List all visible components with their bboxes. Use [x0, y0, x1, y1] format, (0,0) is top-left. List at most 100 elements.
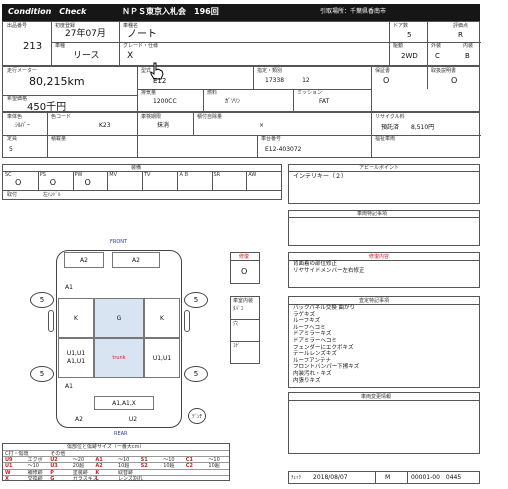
drive-type: 2WD [401, 52, 418, 60]
repair-detail-panel: 修復内容 背面着の部位修正リヤサイドメンバー左右修正 [288, 252, 480, 288]
legend-cell: U1 [5, 463, 13, 470]
legend-cell: その他 [50, 451, 66, 457]
assessment-line: フロントバンパー下擦キズ [293, 364, 360, 371]
report-title: Condition Check [8, 7, 87, 16]
warranty-present: O [383, 76, 390, 85]
special-notes-panel: 車両特記事項 [288, 210, 480, 246]
equipment-label: PS [39, 172, 46, 178]
legend-cell: S1 [140, 457, 148, 464]
assessment-line: ルーフヘコミ [293, 324, 326, 331]
interior-side-panel: 車室内装 ﾀﾊﾞｺ 穴 ｺｹﾞ [230, 296, 260, 364]
pickup-location: 引取場所：千葉県香南市 [320, 8, 387, 15]
mileage: 80,215km [29, 75, 85, 88]
assessment-notes-panel: 査定特記事項 バックパネル交換 曲がりラゲキズルーフキズルーフヘコミドアミラーキ… [288, 296, 480, 388]
legend-cell: ～10 [163, 457, 175, 464]
legend-cell: 取替跡 [118, 469, 134, 476]
equipment-value: O [84, 178, 91, 187]
inspection-expiry: 抹消 [157, 122, 170, 129]
rear-label: REAR [114, 431, 128, 437]
exterior-grade: C [435, 52, 440, 60]
displacement: 1200CC [153, 98, 177, 105]
repair-flag-panel: 修復 O [230, 252, 260, 284]
designation-number: 17338 12 [265, 77, 310, 84]
panel-rear-bumper: A1,A1,X [94, 396, 154, 410]
recycle-fee: 預託済 8,510円 [381, 124, 435, 131]
legend-cell: ～10 [27, 463, 39, 470]
legend-cell: W [5, 469, 11, 476]
front-label: FRONT [110, 239, 128, 245]
equipment-label: PW [74, 172, 83, 178]
legend-cell: P [50, 469, 54, 476]
body-color: ｼﾙﾊﾞｰ [15, 122, 31, 129]
steering-side: 左ﾊﾝﾄﾞﾙ [43, 192, 61, 198]
legend-cell: 10超 [163, 463, 175, 470]
panel-a2-bottom: A2 [75, 415, 83, 423]
equipment-label: TV [144, 172, 151, 178]
legend-cell: 10超 [208, 463, 220, 470]
legend-cell: L [95, 475, 99, 482]
auction-score: R [458, 31, 463, 39]
panel-right-door: K [144, 298, 180, 338]
legend-cell: ～10 [118, 457, 130, 464]
legend-cell: K [95, 469, 100, 476]
tire-front-left: 5 [30, 292, 54, 308]
panel-u2-bottom: U2 [128, 415, 138, 423]
equipment-label: SC [5, 172, 12, 178]
grade: X [127, 51, 134, 61]
curb-weight-mark: × [259, 122, 265, 129]
legend-cell: C2 [185, 463, 193, 470]
legend-cell: C1 [185, 457, 193, 464]
car-name: ノート [127, 29, 157, 40]
panel-right-rear: U1,U1 [144, 338, 180, 378]
assessment-line: 内張りキズ [293, 377, 321, 384]
assessment-line: ドアミラーキズ [293, 331, 332, 338]
appeal-panel: アピールポイント インテリキー（２） [288, 164, 480, 204]
legend-cell: S2 [140, 463, 148, 470]
footer-bar: ﾁｪｯｸ 2018/08/07 M 00001-00 0445 [288, 471, 480, 484]
manual-present: O [451, 76, 458, 85]
auction-title: ＮＰＳ東京入札会 196回 [122, 7, 219, 16]
vehicle-change-panel: 車両変更情報 [288, 392, 480, 454]
desired-price: 450千円 [27, 102, 67, 113]
battery-icon: ﾃﾞﾝﾁ [188, 408, 206, 424]
legend-cell: ～20 [72, 457, 85, 464]
panel-front-left: A2 [64, 252, 104, 268]
equipment-value: O [49, 178, 57, 187]
panel-roof: G [94, 298, 144, 338]
seat-capacity: 5 [9, 146, 13, 153]
vin: E12-403072 [265, 146, 302, 153]
assessment-line: ルーフキズ [293, 318, 321, 325]
detail-row: 車体色 ｼﾙﾊﾞｰ 色コード K23 定員 5 積載量 車検期限 抹消 積付自除… [2, 112, 481, 158]
transmission: FAT [319, 98, 330, 105]
legend-cell: エクボ [27, 457, 43, 464]
panel-a1-bottom: A1 [65, 382, 73, 390]
legend-cell: 交換跡 [27, 475, 43, 482]
legend-cell: A2 [95, 463, 103, 470]
report-header: Condition Check ＮＰＳ東京入札会 196回 引取場所：千葉県香南… [2, 4, 480, 21]
legend-cell: U3 [50, 463, 58, 470]
assessment-line: 内装汚れ・キズ [293, 371, 332, 377]
legend-cell: 塗装跡 [72, 469, 88, 476]
panel-front-right: A2 [112, 252, 160, 268]
legend-cell: G [50, 475, 55, 482]
panel-left-door: K [58, 298, 94, 338]
interior-grade: B [465, 52, 470, 60]
basic-info-row: 出品番号 213 初度登録 27年07月 車種 リース 車種名 ノート グレード… [2, 21, 481, 80]
spec-row: 走行メーター 80,215km 希望価格 450千円 型式 E12 指定・類別 … [2, 66, 480, 113]
tire-rear-left: 5 [30, 366, 54, 382]
check-date: 2018/08/07 [313, 474, 348, 481]
fuel-type: ｶﾞｿﾘﾝ [225, 98, 241, 105]
repair-line: 背面着の部位修正 [293, 261, 338, 267]
assessment-line: フェンダーにエクボキズ [293, 344, 354, 351]
equipment-label: ＡＢ [178, 172, 189, 178]
first-registration: 27年07月 [65, 29, 106, 39]
appeal-text: インテリキー（２） [293, 173, 348, 180]
legend-cell: ガラスキズ [72, 475, 98, 482]
assessment-line: ルーフアンテナ [293, 357, 331, 364]
damage-diagram: FRONT REAR A2 A2 A1 K G K U1,U1 A1,U1 tr… [2, 236, 228, 440]
assessment-line: ラゲキズ [293, 311, 316, 318]
repair-line: リヤサイドメンバー左右修正 [293, 267, 365, 274]
equipment-label: MV [109, 172, 117, 178]
assessment-line: テールレンズキズ [293, 351, 337, 358]
